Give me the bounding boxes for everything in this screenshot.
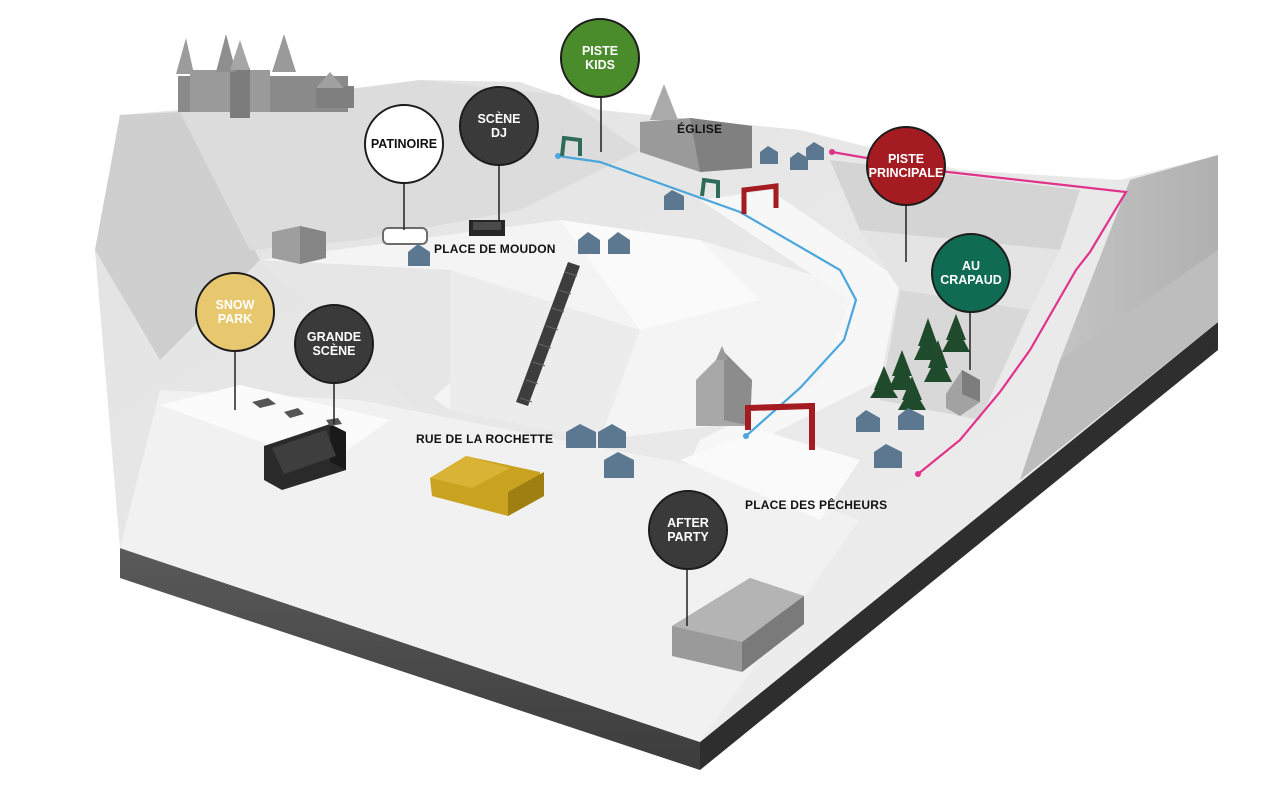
pin-grande-scene-line2: SCÈNE xyxy=(312,344,356,358)
label-place-de-moudon[interactable]: PLACE DE MOUDON xyxy=(434,242,556,256)
main-track-start xyxy=(829,149,835,155)
storage-block xyxy=(272,226,326,264)
stairs-steps xyxy=(519,271,578,403)
green-gate-1 xyxy=(560,135,582,157)
kids-track-end xyxy=(743,433,749,439)
terrain-base-right xyxy=(700,322,1218,770)
red-gate-1 xyxy=(741,183,779,214)
main-track xyxy=(831,150,1128,475)
green-gate-2 xyxy=(700,177,720,198)
yellow-tent xyxy=(430,456,544,516)
pin-grande-scene-line1: GRANDE xyxy=(306,330,362,344)
pin-piste-principale-line2: PRINCIPALE xyxy=(868,166,944,180)
after-party-building xyxy=(672,578,804,672)
main-track-end xyxy=(915,471,921,477)
stairs xyxy=(516,262,580,406)
pin-piste-kids-line2: KIDS xyxy=(585,58,615,72)
pin-patinoire[interactable]: PATINOIRE xyxy=(364,104,444,184)
pin-connectors xyxy=(234,98,971,626)
castle xyxy=(176,34,354,118)
terrace-3 xyxy=(880,290,1030,420)
label-eglise[interactable]: ÉGLISE xyxy=(677,122,723,136)
pin-after-party-line1: AFTER xyxy=(667,516,709,530)
pin-patinoire-line1: PATINOIRE xyxy=(370,137,438,151)
pine-trees xyxy=(870,314,970,410)
main-stage xyxy=(264,424,346,490)
main-slope xyxy=(680,190,900,480)
red-gate-2 xyxy=(745,402,815,450)
houses xyxy=(408,142,924,478)
pecheurs-zone xyxy=(680,430,860,520)
label-place-des-pecheurs[interactable]: PLACE DES PÊCHEURS xyxy=(745,498,888,512)
dj-stage xyxy=(469,220,505,236)
pin-scene-dj-line1: SCÈNE xyxy=(477,112,521,126)
pin-snow-park-line1: SNOW xyxy=(215,298,255,312)
pin-au-crapaud-line1: AU xyxy=(961,259,981,273)
terrain-base-front xyxy=(120,548,700,770)
church-building xyxy=(640,84,752,172)
label-rue-de-la-rochette[interactable]: RUE DE LA ROCHETTE xyxy=(416,432,554,446)
pin-snow-park-line2: PARK xyxy=(217,312,253,326)
crapaud-lodge xyxy=(946,370,980,416)
kids-track-start xyxy=(555,153,561,159)
pin-au-crapaud-line2: CRAPAUD xyxy=(940,273,1002,287)
kids-track xyxy=(557,154,858,437)
terrain-right-cliff-shade xyxy=(1020,250,1218,480)
pin-piste-principale-line1: PISTE xyxy=(887,152,925,166)
ice-rink xyxy=(382,227,428,245)
pin-after-party-line2: PARTY xyxy=(667,530,709,544)
snow-park-features xyxy=(252,398,342,426)
pin-scene-dj-line2: DJ xyxy=(491,126,507,140)
pin-piste-kids-line1: PISTE xyxy=(581,44,619,58)
